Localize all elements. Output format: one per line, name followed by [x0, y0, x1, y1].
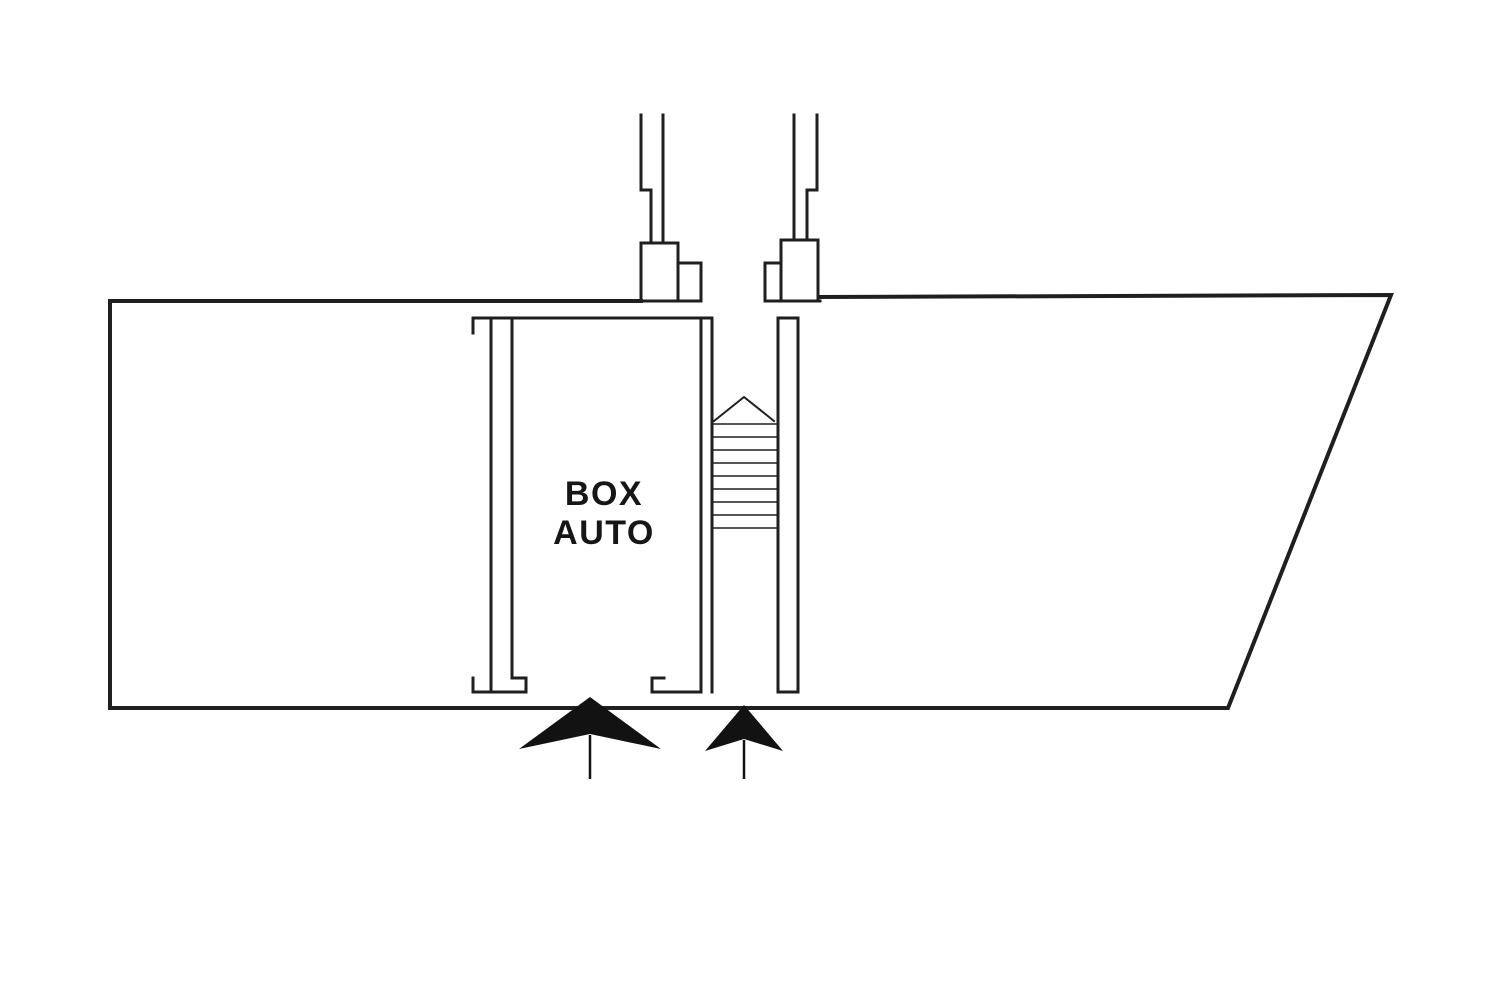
- stair-corridor: [712, 316, 800, 694]
- entrance-arrows: [519, 697, 783, 779]
- stair-treads: [712, 423, 778, 529]
- garage-entrance-arrow-icon: [519, 697, 661, 749]
- stair-entrance-arrow-icon: [705, 705, 783, 751]
- garage-room-label-line1: BOX: [565, 475, 643, 513]
- left-wall-protrusion: [639, 113, 703, 303]
- stair-direction-arrow-icon: [712, 395, 776, 423]
- garage-room-label-line2: AUTO: [553, 514, 655, 552]
- right-wall-protrusion: [763, 113, 820, 303]
- garage-room: BOX AUTO: [471, 316, 714, 694]
